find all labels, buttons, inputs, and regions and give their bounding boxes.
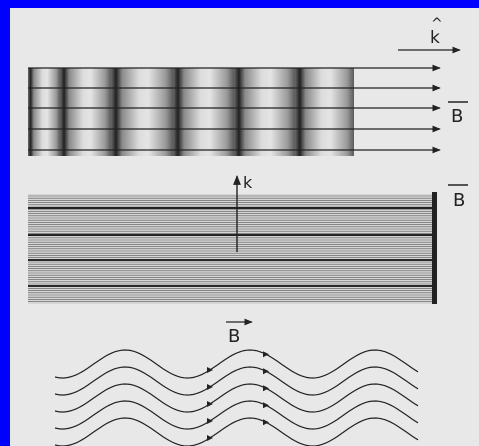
direction-arrowhead <box>263 368 269 375</box>
direction-arrowhead <box>207 400 213 407</box>
panel-middle: k B <box>28 173 468 304</box>
wave-diagram: k ^ B k B B <box>28 16 468 446</box>
field-lines-top <box>28 64 441 154</box>
b-label-bottom: B <box>228 326 240 347</box>
wavy-line <box>54 400 419 430</box>
direction-arrowhead <box>263 385 269 392</box>
wavy-line <box>54 349 419 379</box>
panel-bottom: B <box>54 318 419 446</box>
direction-arrowhead <box>263 419 269 426</box>
direction-arrowhead <box>207 383 213 390</box>
right-edge-bar <box>432 192 437 304</box>
direction-arrowhead <box>263 402 269 409</box>
panel-top: k ^ B <box>28 16 468 156</box>
wavy-line <box>54 366 419 396</box>
wavy-line <box>54 417 419 446</box>
density-bands <box>28 68 354 156</box>
b-label-top: B <box>451 106 463 127</box>
b-label-middle: B <box>453 190 465 211</box>
direction-arrowhead <box>207 366 213 373</box>
k-label-middle: k <box>243 173 253 192</box>
k-hat: ^ <box>431 16 443 32</box>
figure-frame: k ^ B k B B <box>10 8 479 446</box>
k-label-top: k <box>430 28 440 48</box>
direction-arrowhead <box>207 417 213 424</box>
direction-arrowhead <box>207 434 213 441</box>
wavy-line <box>54 383 419 413</box>
field-lines-middle <box>28 195 432 302</box>
wavy-field-lines <box>54 349 419 446</box>
direction-arrowhead <box>263 351 269 358</box>
